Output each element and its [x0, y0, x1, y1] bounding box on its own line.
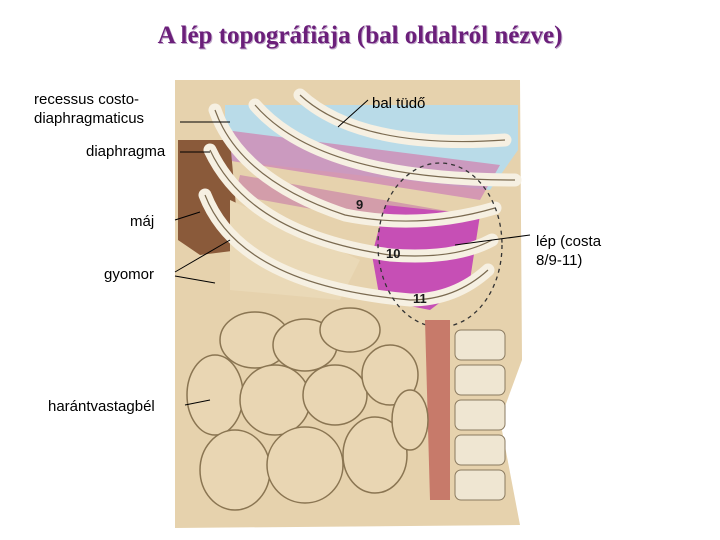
stomach-shape	[230, 200, 360, 300]
intestines	[186, 307, 429, 511]
label-colon: harántvastagbél	[48, 398, 155, 415]
page-title: A lép topográfiája (bal oldalról nézve)	[157, 22, 563, 49]
psoas-muscle	[425, 320, 450, 500]
rib-number-9: 9	[356, 197, 363, 212]
rib-number-10: 10	[386, 246, 400, 261]
leader-lines	[174, 99, 531, 406]
label-liver: máj	[130, 213, 155, 230]
rib-number-11: 11	[413, 291, 427, 306]
label-diaphragm: diaphragma	[86, 143, 166, 160]
label-lung: bal tüdő	[372, 95, 426, 112]
label-recessus: recessus costo- diaphragmaticus	[34, 91, 145, 127]
label-stomach: gyomor	[104, 266, 155, 283]
label-spleen: lép (costa 8/9-11)	[536, 233, 602, 269]
spine	[454, 329, 506, 501]
